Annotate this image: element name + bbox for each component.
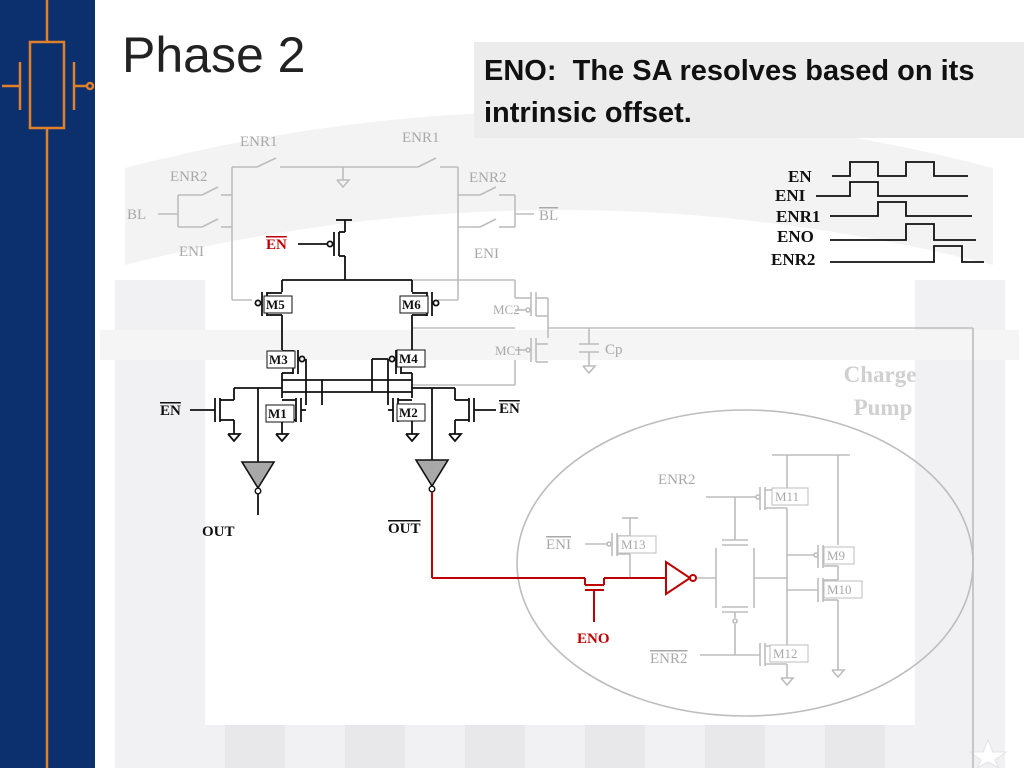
callout-text: ENO: The SA resolves based on its intrin… xyxy=(484,55,983,130)
en-bar-right-label: EN xyxy=(499,401,520,417)
cp-eni-bar-label: ENI xyxy=(546,537,571,553)
cp-label: Cp xyxy=(605,342,623,358)
m1-label: M1 xyxy=(268,406,287,421)
background-watermark xyxy=(100,111,1019,768)
sidebar-band xyxy=(0,0,95,768)
m9-label: M9 xyxy=(827,548,845,563)
m3-label: M3 xyxy=(269,352,288,367)
timing-label-eno: ENO xyxy=(777,227,814,246)
charge-pump-title-line2: Pump xyxy=(854,395,913,420)
slide-title: Phase 2 xyxy=(122,27,306,83)
timing-wave-enr1 xyxy=(830,201,972,217)
out-bar-inverter-bubble xyxy=(428,485,436,493)
out-bar-inverter xyxy=(414,459,450,488)
m4-label: M4 xyxy=(399,351,418,366)
timing-label-en: EN xyxy=(788,167,812,186)
timing-label-enr1: ENR1 xyxy=(776,207,820,226)
m12-label: M12 xyxy=(773,646,798,661)
enr2-right-label: ENR2 xyxy=(469,170,507,186)
timing-wave-en xyxy=(832,161,968,177)
out-inverter xyxy=(240,461,276,490)
callout-box: ENO: The SA resolves based on its intrin… xyxy=(474,42,1024,138)
cp-enr2-top-label: ENR2 xyxy=(658,472,696,488)
enr1-right-label: ENR1 xyxy=(402,130,440,146)
star-icon xyxy=(968,738,1008,768)
out-bar-label: OUT xyxy=(388,521,421,537)
m6-label: M6 xyxy=(402,297,421,312)
m2-label: M2 xyxy=(399,405,418,420)
timing-label-eni: ENI xyxy=(775,186,806,205)
timing-wave-enr2 xyxy=(830,245,984,263)
circuit-symbol-icon xyxy=(2,0,95,768)
timing-diagram: EN ENI ENR1 ENO ENR2 xyxy=(771,161,984,269)
enr2-left-label: ENR2 xyxy=(170,169,208,185)
cp-enr2-bar-label: ENR2 xyxy=(650,651,688,667)
eni-right-label: ENI xyxy=(474,246,499,262)
out-inverter-bubble xyxy=(254,487,262,495)
mc2-label: MC2 xyxy=(493,302,520,317)
m10-label: M10 xyxy=(827,582,852,597)
timing-label-enr2: ENR2 xyxy=(771,250,815,269)
bl-bar-label: BL xyxy=(539,208,558,224)
bl-label: BL xyxy=(127,207,146,223)
timing-wave-eno xyxy=(830,223,976,241)
inactive-wiring xyxy=(158,157,974,768)
m5-label: M5 xyxy=(266,297,285,312)
timing-wave-eni xyxy=(816,181,968,197)
charge-pump-title-line1: Charge xyxy=(844,362,917,387)
out-label: OUT xyxy=(202,524,235,540)
eni-left-label: ENI xyxy=(179,244,204,260)
en-bar-top-label: EN xyxy=(266,237,287,253)
eno-path xyxy=(431,492,697,622)
active-wiring xyxy=(190,219,496,515)
m13-label: M13 xyxy=(621,537,646,552)
en-bar-left-label: EN xyxy=(160,403,181,419)
enr1-left-label: ENR1 xyxy=(240,134,278,150)
eno-label: ENO xyxy=(577,631,610,647)
m11-label: M11 xyxy=(775,489,799,504)
mc1-label: MC1 xyxy=(495,343,522,358)
